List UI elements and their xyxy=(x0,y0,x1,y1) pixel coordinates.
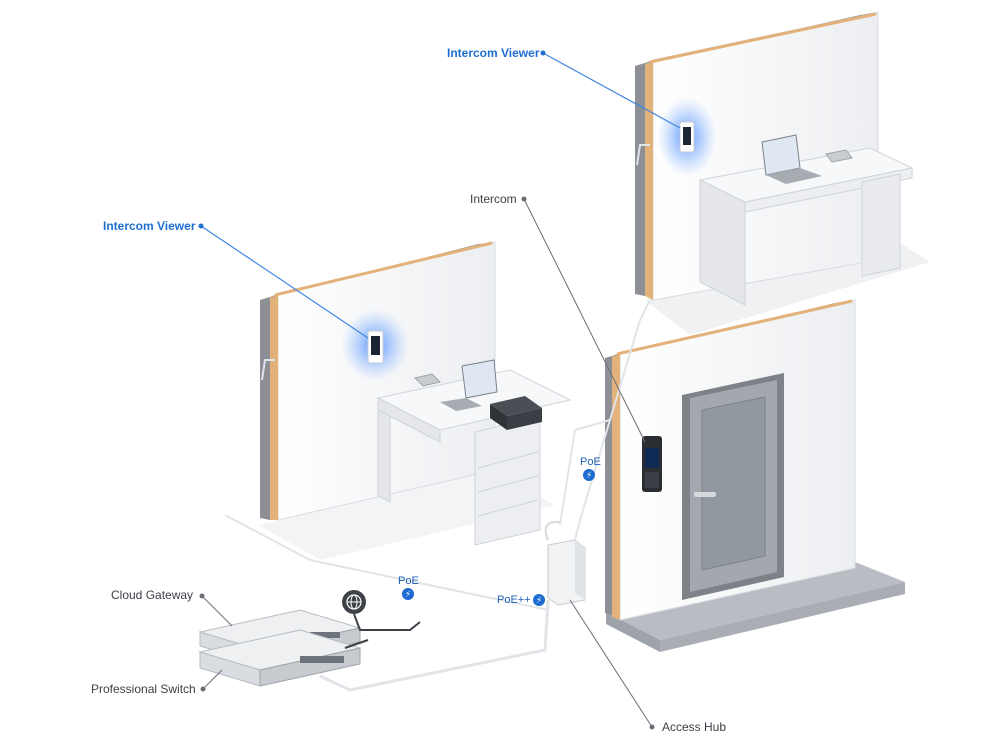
label-cloud-gateway: Cloud Gateway xyxy=(111,588,194,602)
room-left xyxy=(258,241,572,560)
label-access-hub: Access Hub xyxy=(662,720,727,734)
callout-lines xyxy=(198,50,681,730)
room-door xyxy=(605,299,905,652)
label-intercom-viewer-top: Intercom Viewer xyxy=(447,46,540,60)
globe-icon xyxy=(342,590,366,614)
lightning-bolt-icon: ⚡ xyxy=(533,594,545,606)
lightning-bolt-icon: ⚡ xyxy=(402,588,414,600)
lightning-bolt-icon: ⚡ xyxy=(583,469,595,481)
label-professional-switch: Professional Switch xyxy=(91,682,196,696)
cables xyxy=(224,144,651,692)
poe-label-intercom: PoE xyxy=(580,456,601,468)
label-intercom: Intercom xyxy=(470,192,517,206)
professional-switch-device xyxy=(198,629,362,687)
poe-plus-label-hub: PoE++ xyxy=(497,594,531,606)
room-top-right xyxy=(635,11,930,335)
poe-label-viewer: PoE xyxy=(398,575,419,587)
label-intercom-viewer-left: Intercom Viewer xyxy=(103,219,196,233)
intercom-viewer-left-device xyxy=(341,309,409,381)
intercom-device xyxy=(642,436,662,492)
intercom-viewer-top-device xyxy=(657,97,717,177)
access-hub-device xyxy=(544,520,586,606)
